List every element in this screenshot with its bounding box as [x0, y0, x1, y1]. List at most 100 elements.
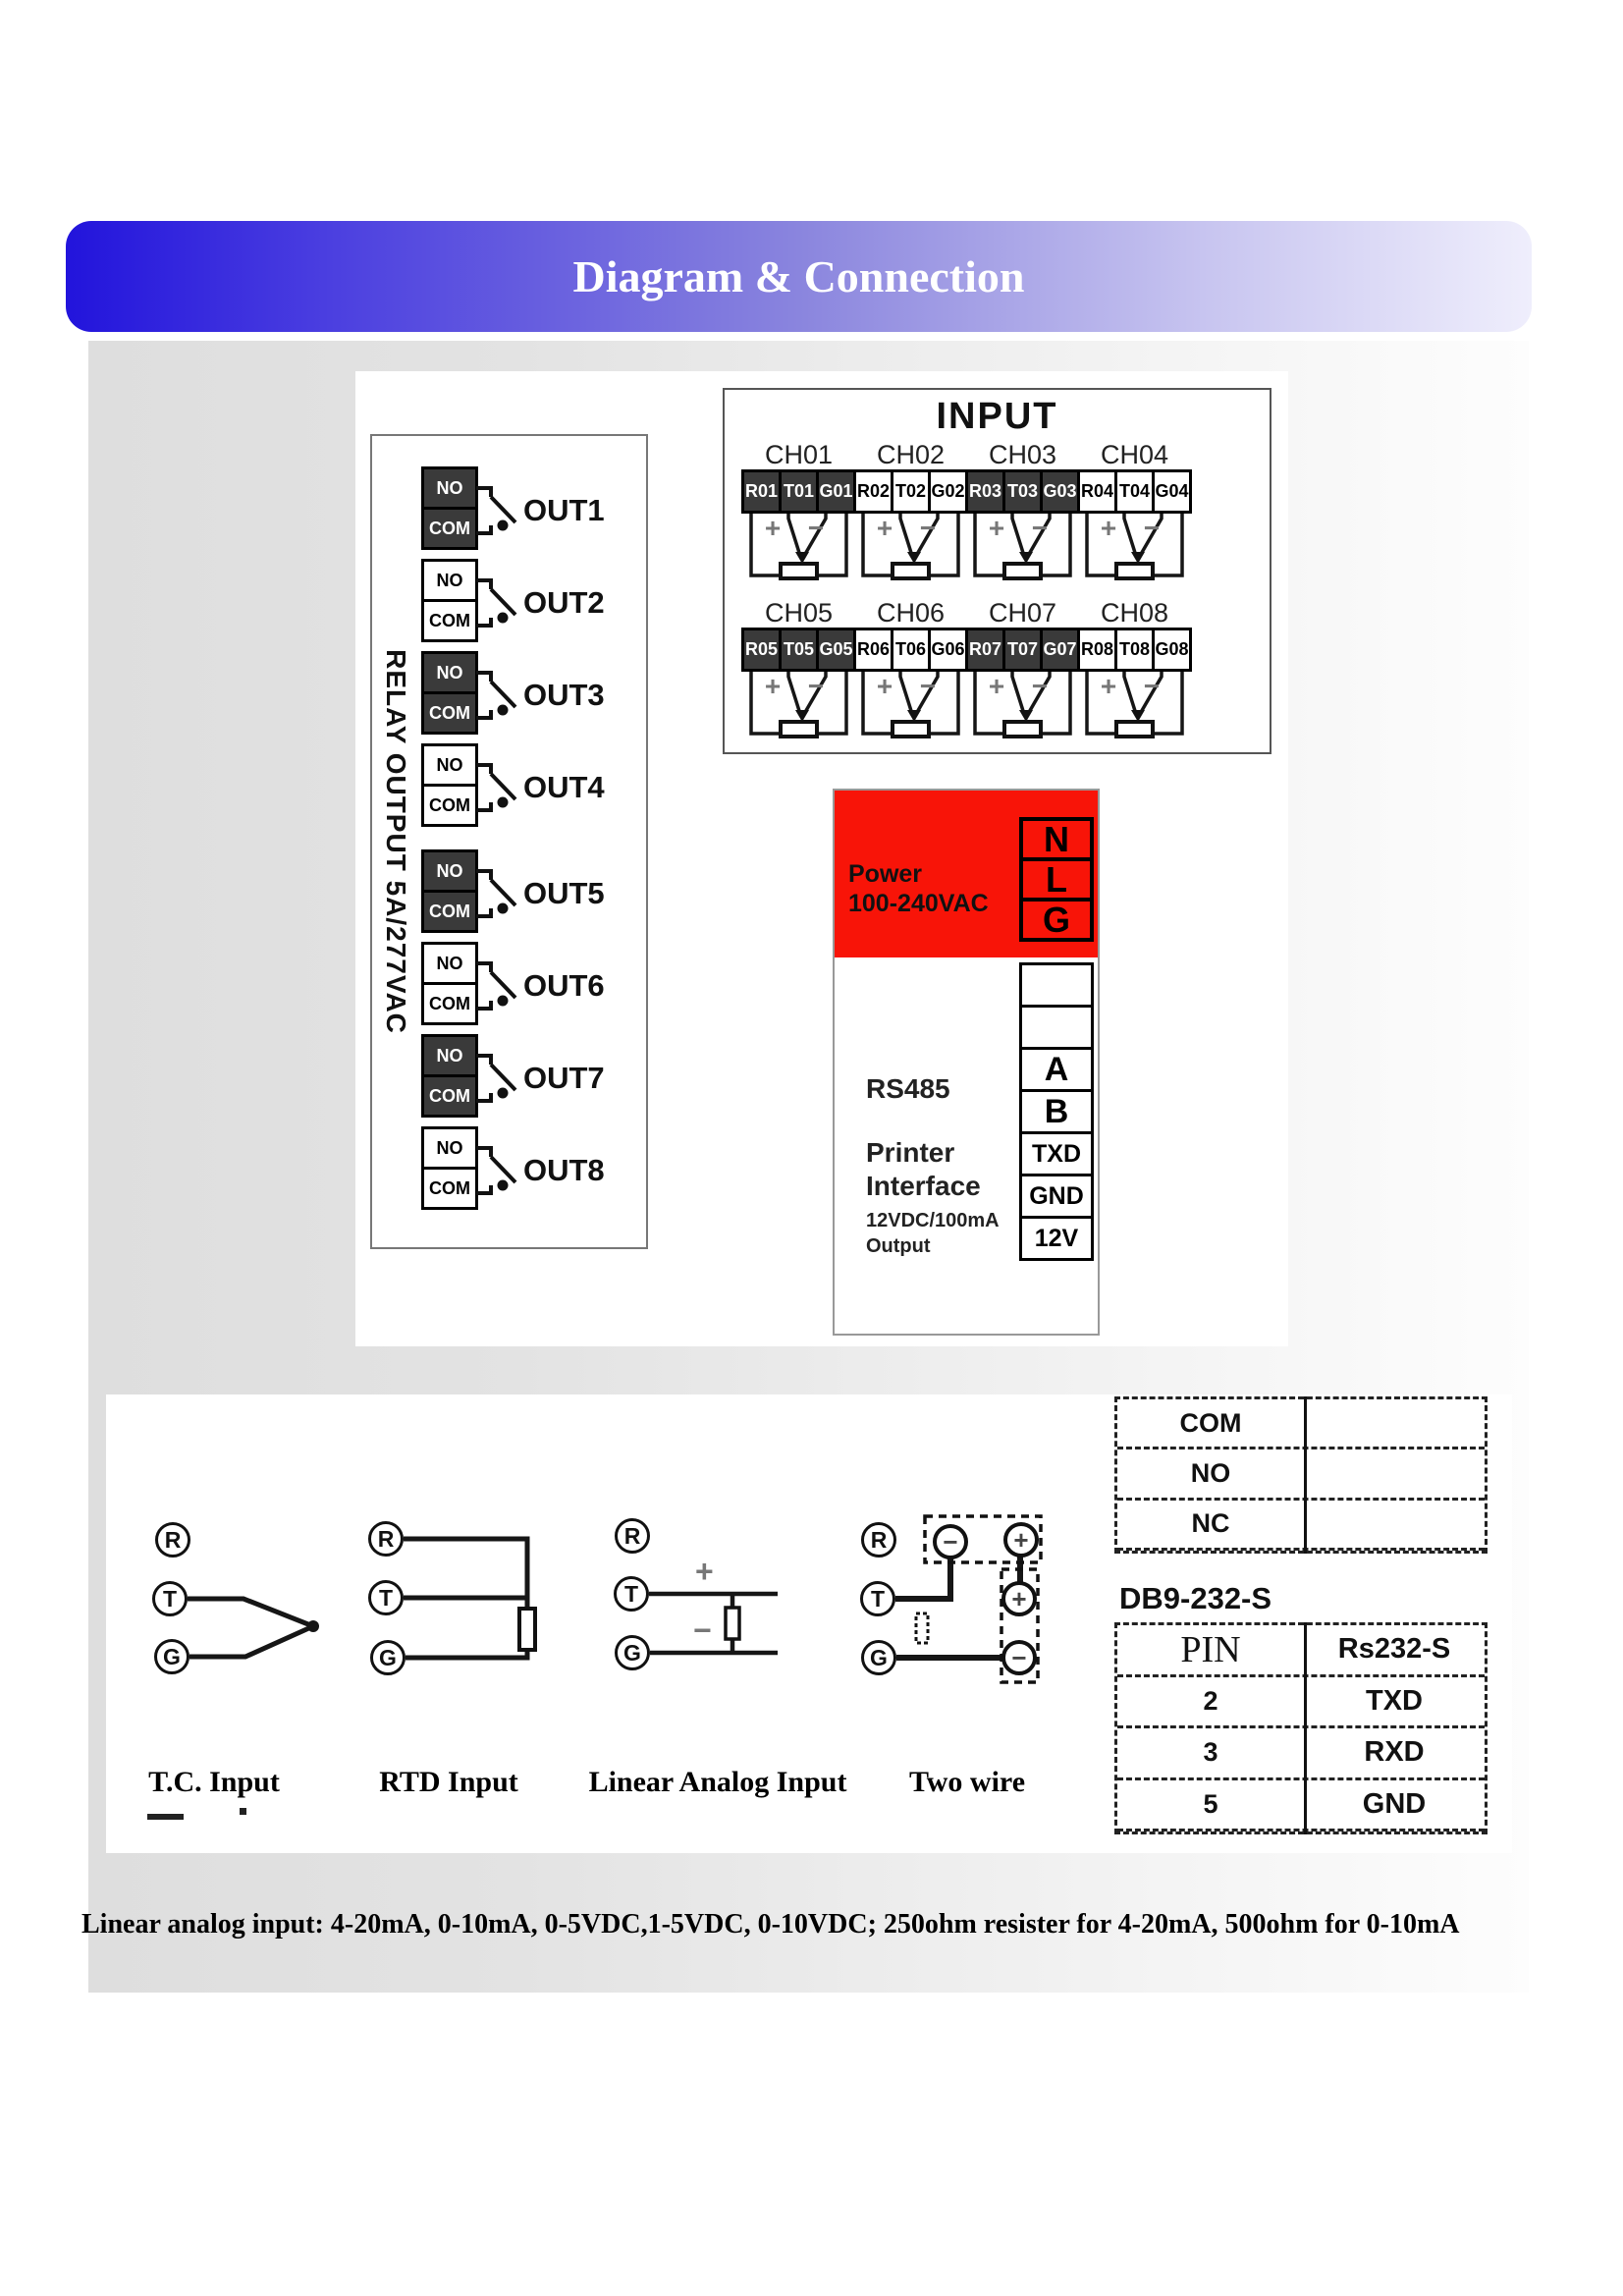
- svg-text:−: −: [920, 514, 936, 543]
- relay-pair-out3: NO COM OUT3: [421, 651, 605, 735]
- aux-label-line2: Output: [866, 1235, 931, 1257]
- comm-terminal-b: B: [1019, 1089, 1094, 1134]
- svg-text:−: −: [1032, 672, 1048, 701]
- plus-sign: +: [695, 1554, 714, 1589]
- relay-contact-table: COM NO NC: [1114, 1396, 1488, 1554]
- svg-text:−: −: [808, 672, 824, 701]
- svg-text:−: −: [920, 672, 936, 701]
- relay-switch-icon: [476, 1146, 517, 1195]
- comm-terminal-column: A B TXD GND 12V: [1019, 962, 1094, 1261]
- table-divider: [1304, 1622, 1307, 1834]
- sensor-wiring-lines: [188, 1514, 1043, 1684]
- relay-pair-out6: NO COM OUT6: [421, 942, 605, 1025]
- input-terminal: T04: [1114, 469, 1155, 514]
- relay-switch-icon: [476, 961, 517, 1011]
- printer-interface-label: Printer Interface: [866, 1136, 981, 1202]
- rtd-terminal-t: T: [368, 1580, 404, 1615]
- relay-no-terminal: NO: [421, 651, 478, 694]
- channel-name: CH03: [988, 440, 1057, 469]
- table-header-row: PIN Rs232-S: [1117, 1625, 1485, 1677]
- svg-text:−: −: [1144, 514, 1160, 543]
- twowire-node-minus: −: [933, 1524, 968, 1559]
- input-terminal: R05: [741, 628, 782, 672]
- relay-switch-icon: [476, 763, 517, 812]
- input-terminal: G04: [1152, 469, 1192, 514]
- sensor-wiring-panel: R T G R T G R T G + − R T G − + + − T.C.…: [106, 1394, 1512, 1853]
- channel-name: CH06: [876, 598, 946, 628]
- relay-com-terminal: COM: [421, 784, 478, 827]
- empty-cell: [1304, 1399, 1485, 1447]
- svg-text:+: +: [1101, 672, 1116, 701]
- relay-output-box: RELAY OUTPUT 5A/277VAC NO COM OUT1 NO CO…: [370, 434, 648, 1249]
- pin-cell: 3: [1203, 1737, 1218, 1768]
- sensor-wiring-icon: +−: [749, 672, 848, 738]
- channel-name: CH04: [1100, 440, 1169, 469]
- input-terminal: T03: [1002, 469, 1043, 514]
- clipped-text-fragment: [147, 1814, 184, 1820]
- tc-terminal-g: G: [154, 1639, 189, 1674]
- comm-terminal-gnd: GND: [1019, 1174, 1094, 1219]
- db9-table-title: DB9-232-S: [1119, 1581, 1272, 1615]
- channel-name: CH01: [764, 440, 834, 469]
- rtd-terminal-g: G: [370, 1640, 406, 1675]
- sensor-wiring-icon: +−: [749, 514, 848, 580]
- relay-com-terminal: COM: [421, 507, 478, 550]
- power-label-line2: 100-240VAC: [848, 890, 989, 917]
- table-row: NO: [1117, 1449, 1485, 1501]
- input-row-2: CH05 R05 T05 G05 +− CH06 R06 T06 G06: [741, 598, 1270, 754]
- empty-cell: [1304, 1449, 1485, 1497]
- input-terminal: R03: [965, 469, 1005, 514]
- input-terminal: G02: [928, 469, 968, 514]
- relay-output-label: OUT3: [523, 678, 605, 712]
- channel-ch04: CH04 R04 T04 G04 +−: [1077, 440, 1192, 596]
- table-divider: [1304, 1396, 1307, 1554]
- relay-com-terminal: COM: [421, 1074, 478, 1118]
- relay-pair-out8: NO COM OUT8: [421, 1126, 605, 1210]
- twowire-terminal-t: T: [860, 1581, 895, 1616]
- svg-text:+: +: [765, 672, 781, 701]
- svg-text:+: +: [765, 514, 781, 543]
- svg-text:−: −: [808, 514, 824, 543]
- input-terminal: T07: [1002, 628, 1043, 672]
- twowire-terminal-g: G: [861, 1640, 896, 1675]
- input-terminal: G05: [816, 628, 856, 672]
- relay-switch-icon: [476, 869, 517, 918]
- input-terminal: R08: [1077, 628, 1117, 672]
- linear-terminal-r: R: [615, 1518, 650, 1554]
- power-terminal-column: N L G: [1019, 817, 1094, 942]
- input-terminal: G08: [1152, 628, 1192, 672]
- aux-output-label: 12VDC/100mA Output: [866, 1208, 1000, 1259]
- header-banner: Diagram & Connection: [66, 221, 1532, 332]
- contact-no-cell: NO: [1190, 1457, 1231, 1488]
- relay-output-label: OUT5: [523, 876, 605, 910]
- relay-pair-out1: NO COM OUT1: [421, 466, 605, 550]
- pin-cell: 2: [1203, 1685, 1218, 1716]
- relay-no-terminal: NO: [421, 559, 478, 602]
- rs232-header-cell: Rs232-S: [1337, 1633, 1451, 1666]
- table-row: 5 GND: [1117, 1780, 1485, 1831]
- svg-text:+: +: [989, 672, 1004, 701]
- channel-ch06: CH06 R06 T06 G06 +−: [853, 598, 968, 754]
- relay-switch-icon: [476, 578, 517, 628]
- power-terminal-l: L: [1019, 857, 1094, 902]
- twowire-node-minus: −: [1001, 1640, 1037, 1675]
- tc-terminal-t: T: [152, 1581, 188, 1616]
- power-comm-box: Power 100-240VAC N L G A B TXD GND 12V R…: [833, 789, 1100, 1336]
- channel-name: CH05: [764, 598, 834, 628]
- linear-terminal-t: T: [614, 1576, 649, 1612]
- svg-text:+: +: [877, 514, 893, 543]
- power-label-line1: Power: [848, 860, 923, 888]
- comm-terminal-txd: TXD: [1019, 1131, 1094, 1176]
- relay-switch-icon: [476, 486, 517, 535]
- clipped-text-fragment: [240, 1808, 246, 1815]
- comm-terminal-12v: 12V: [1019, 1216, 1094, 1261]
- page-title: Diagram & Connection: [572, 251, 1025, 301]
- input-terminal: T08: [1114, 628, 1155, 672]
- empty-cell: [1304, 1501, 1485, 1548]
- contact-com-cell: COM: [1179, 1407, 1242, 1438]
- table-row: NC: [1117, 1501, 1485, 1551]
- svg-text:−: −: [1032, 514, 1048, 543]
- aux-label-line1: 12VDC/100mA: [866, 1210, 1000, 1231]
- rs485-label: RS485: [866, 1073, 950, 1104]
